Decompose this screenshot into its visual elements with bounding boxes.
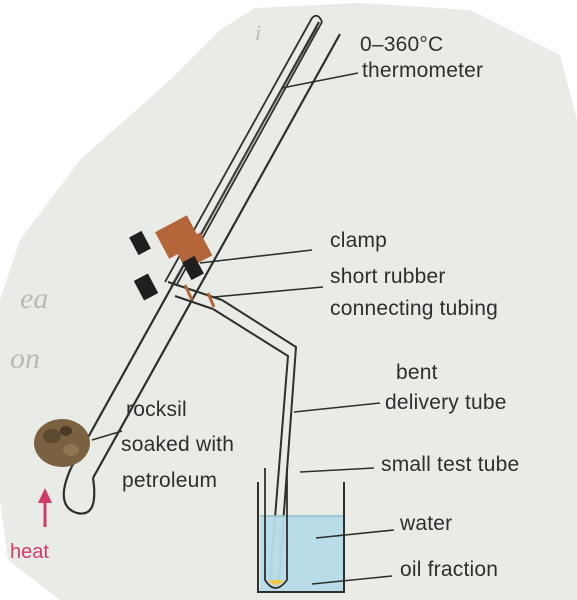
label-petroleum: petroleum	[122, 469, 217, 492]
label-leader-lines	[91, 72, 395, 585]
label-rocksil: rocksil	[126, 398, 187, 421]
small-test-tube-shape	[264, 468, 288, 589]
delivery-tube-shape	[212, 299, 298, 581]
label-soaked-with: soaked with	[121, 433, 234, 456]
background-scribble: on	[10, 342, 40, 375]
label-thermometer: thermometer	[362, 59, 483, 82]
oil-fraction-shape	[268, 580, 284, 585]
background-scribble: ea	[20, 282, 48, 315]
paper-sheet	[0, 3, 577, 600]
label-bent: bent	[396, 361, 438, 384]
label-clamp: clamp	[330, 229, 387, 252]
heat-arrow	[38, 488, 52, 527]
label-oil-fraction: oil fraction	[400, 558, 498, 581]
label-connecting-tubing: connecting tubing	[330, 297, 498, 320]
beaker-shape	[257, 482, 345, 593]
water-shape	[260, 516, 343, 591]
label-water: water	[399, 512, 452, 535]
connecting-tubing-shape	[167, 281, 223, 310]
label-heat: heat	[10, 541, 49, 563]
background-scribble: i	[255, 20, 261, 45]
rocksil-shape	[34, 419, 90, 467]
label-short-rubber: short rubber	[330, 265, 446, 288]
label-thermometer-range: 0–360°C	[360, 33, 443, 56]
label-delivery-tube: delivery tube	[385, 391, 507, 414]
clamp-shape	[129, 215, 213, 301]
label-small-test-tube: small test tube	[381, 453, 519, 476]
